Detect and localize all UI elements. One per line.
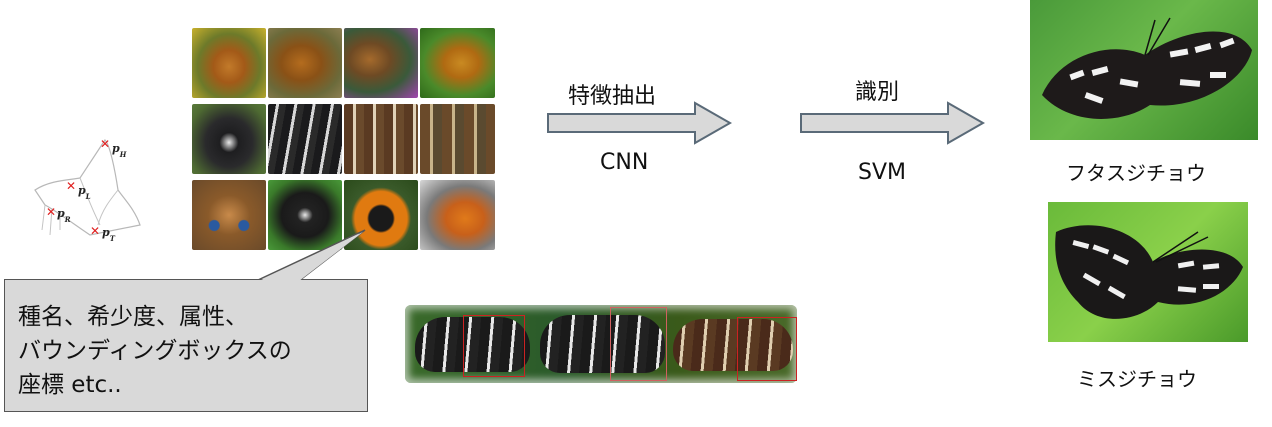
butterfly-thumbnail bbox=[268, 180, 342, 250]
butterfly-thumbnail bbox=[415, 317, 530, 372]
species-name-misuji: ミスジチョウ bbox=[1077, 367, 1197, 391]
butterfly-illustration bbox=[1042, 17, 1252, 119]
svg-text:✕: ✕ bbox=[90, 224, 100, 238]
butterfly-thumbnail bbox=[344, 28, 418, 98]
butterfly-thumbnail bbox=[192, 104, 266, 174]
bounding-box bbox=[463, 315, 525, 377]
futasuji-photo bbox=[1030, 0, 1258, 140]
keypoint-l-label: p bbox=[78, 184, 86, 197]
callout-line: バウンディングボックスの bbox=[18, 338, 292, 364]
keypoint-sketch: ✕ ✕ ✕ ✕ pH pL pR pT bbox=[34, 137, 141, 243]
callout-pointer-cover bbox=[259, 232, 363, 281]
butterfly-thumbnail bbox=[420, 28, 495, 98]
svg-text:✕: ✕ bbox=[100, 137, 110, 151]
training-image-grid bbox=[192, 28, 495, 250]
svg-text:pH: pH bbox=[112, 142, 127, 159]
butterfly-thumbnail bbox=[192, 28, 266, 98]
keypoint-l-marker: ✕ bbox=[66, 179, 76, 193]
butterfly-thumbnail bbox=[344, 104, 418, 174]
cnn-label: CNN bbox=[600, 150, 649, 175]
feature-extraction-label: 特徴抽出 bbox=[568, 84, 657, 109]
butterfly-thumbnail bbox=[192, 180, 266, 250]
keypoint-r-sub: R bbox=[64, 215, 71, 224]
keypoint-r-label: p bbox=[57, 207, 65, 220]
callout-box bbox=[4, 279, 368, 412]
keypoint-h-label: p bbox=[112, 142, 120, 155]
keypoint-h-marker: ✕ bbox=[100, 137, 110, 151]
misuji-photo bbox=[1048, 202, 1248, 342]
butterfly-illustration bbox=[1055, 225, 1243, 319]
keypoint-t-label: p bbox=[102, 226, 110, 239]
svm-label: SVM bbox=[858, 160, 906, 185]
feature-extraction-arrow bbox=[547, 101, 733, 145]
callout-line: 種名、希少度、属性、 bbox=[18, 304, 248, 330]
svg-text:pL: pL bbox=[78, 184, 91, 201]
butterfly-thumbnail bbox=[268, 28, 342, 98]
callout-text: 種名、希少度、属性、 バウンディングボックスの 座標 etc.. bbox=[18, 300, 363, 402]
classification-label: 識別 bbox=[855, 80, 900, 105]
callout-line: 座標 etc.. bbox=[18, 372, 122, 398]
butterfly-thumbnail bbox=[673, 319, 793, 371]
svg-text:pT: pT bbox=[102, 226, 116, 243]
bounding-box-strip bbox=[405, 305, 797, 383]
species-name-futasuji: フタスジチョウ bbox=[1066, 161, 1206, 185]
classification-arrow bbox=[800, 101, 986, 145]
butterfly-thumbnail bbox=[344, 180, 418, 250]
bounding-box bbox=[610, 307, 667, 381]
svg-text:✕: ✕ bbox=[46, 205, 56, 219]
keypoint-l-sub: L bbox=[85, 192, 91, 201]
keypoint-t-sub: T bbox=[110, 234, 116, 243]
butterfly-thumbnail bbox=[420, 104, 495, 174]
butterfly-thumbnail bbox=[540, 315, 665, 373]
svg-text:pR: pR bbox=[57, 207, 71, 224]
bounding-box bbox=[737, 317, 797, 381]
butterfly-thumbnail bbox=[420, 180, 495, 250]
svg-text:✕: ✕ bbox=[66, 179, 76, 193]
keypoint-r-marker: ✕ bbox=[46, 205, 56, 219]
keypoint-h-sub: H bbox=[119, 150, 127, 159]
butterfly-thumbnail bbox=[268, 104, 342, 174]
keypoint-t-marker: ✕ bbox=[90, 224, 100, 238]
